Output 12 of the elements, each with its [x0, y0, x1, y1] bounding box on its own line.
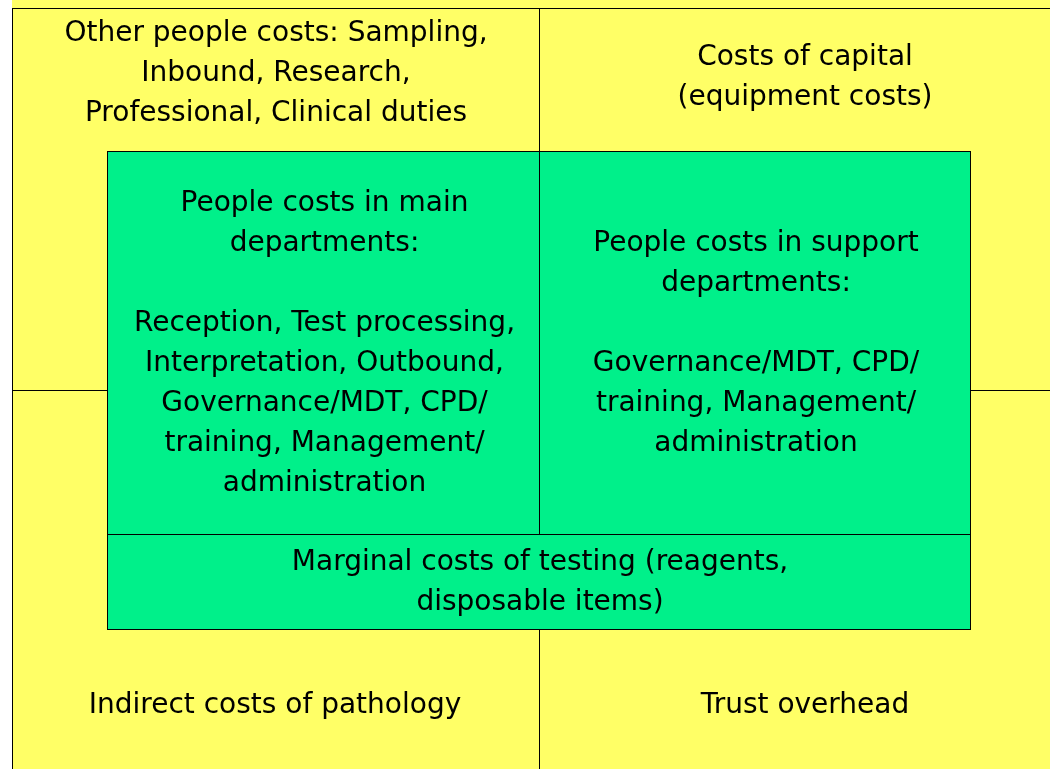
cost-label: Trust overhead — [640, 684, 970, 724]
cost-box — [107, 534, 971, 630]
cost-box — [107, 151, 540, 535]
box-heading: People costs in main departments: — [179, 184, 470, 260]
box-text: Governance/MDT, CPD/ training, Management/ administration — [591, 344, 921, 460]
cost-label: Costs of capital (equipment costs) — [640, 36, 970, 116]
cost-box — [539, 151, 971, 535]
cost-label: Indirect costs of pathology — [40, 684, 510, 724]
box-heading: People costs in support departments: — [592, 224, 920, 300]
box-text: Marginal costs of testing (reagents, disposable items) — [290, 543, 790, 619]
cost-label: Other people costs: Sampling, Inbound, Research, Professional, Clinical duties — [56, 12, 496, 132]
box-text: Reception, Test processing, Interpretation, Outbound, Governance/MDT, CPD/ training, Management/ administration — [132, 304, 517, 500]
